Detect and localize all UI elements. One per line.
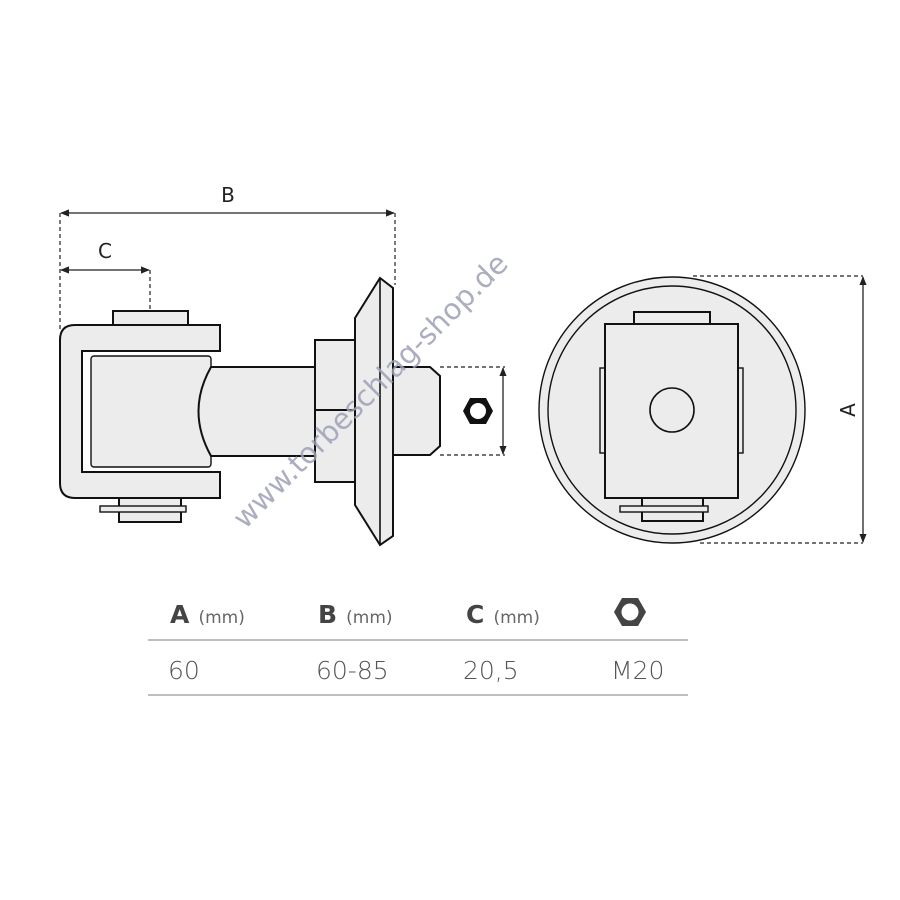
bottom-washer <box>619 505 709 513</box>
value-thread: M20 <box>611 656 664 685</box>
table-row: 60 60-85 20,5 M20 <box>168 656 664 685</box>
hex-nut-icon <box>463 398 493 424</box>
bevel-washer <box>354 276 394 547</box>
header-a: A (mm) <box>170 600 245 629</box>
bottom-washer <box>99 505 187 513</box>
value-b: 60-85 <box>316 656 389 685</box>
spec-table: A (mm) B (mm) C (mm) 60 60-85 20,5 M20 <box>148 598 688 696</box>
value-a: 60 <box>168 656 200 685</box>
header-letter: B <box>318 600 337 629</box>
hinge-block <box>90 355 212 468</box>
header-letter: A <box>170 600 190 629</box>
side-view: B C <box>59 183 507 547</box>
hex-nut-icon <box>614 598 646 626</box>
header-c: C (mm) <box>466 600 540 629</box>
value-c: 20,5 <box>463 656 519 685</box>
shaft-hole <box>649 387 695 433</box>
top-pin <box>633 311 711 325</box>
u-bracket <box>59 324 221 499</box>
header-unit: (mm) <box>346 608 392 628</box>
header-b: B (mm) <box>318 600 393 629</box>
header-letter: C <box>466 600 484 629</box>
front-view: A <box>538 275 867 544</box>
dimension-a-label: A <box>836 403 860 417</box>
header-unit: (mm) <box>198 608 244 628</box>
table-header: A (mm) B (mm) C (mm) <box>170 598 646 629</box>
dimension-b-label: B <box>221 183 235 207</box>
shaft <box>197 366 317 457</box>
header-unit: (mm) <box>493 608 539 628</box>
dimension-c-label: C <box>98 239 112 263</box>
top-pin <box>112 310 189 327</box>
